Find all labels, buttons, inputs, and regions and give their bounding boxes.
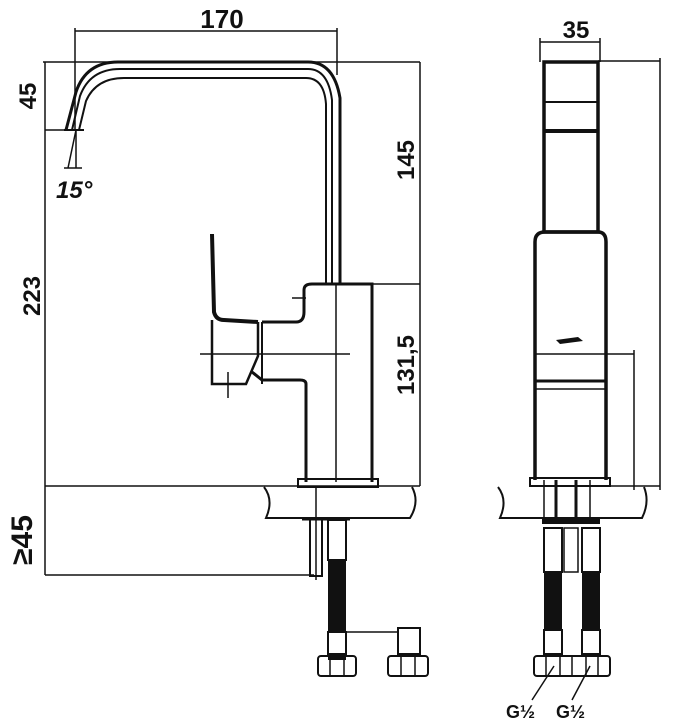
- dim-spout-height: 145: [393, 140, 420, 180]
- dim-spout-drop: 45: [15, 83, 42, 110]
- dim-body-width: 35: [563, 17, 590, 44]
- connection-right-label: G½: [556, 702, 585, 722]
- dim-spout-reach: 170: [200, 4, 243, 34]
- side-view: 35: [497, 17, 661, 722]
- dim-counter-thickness: ≥45: [6, 515, 39, 565]
- dim-outlet-height: 223: [19, 276, 46, 316]
- dim-spout-angle: 15°: [56, 177, 93, 204]
- connection-left-label: G½: [506, 702, 535, 722]
- front-view: 170 45 15° 223 145 131,5: [6, 4, 429, 677]
- dim-body-height: 131,5: [393, 335, 420, 395]
